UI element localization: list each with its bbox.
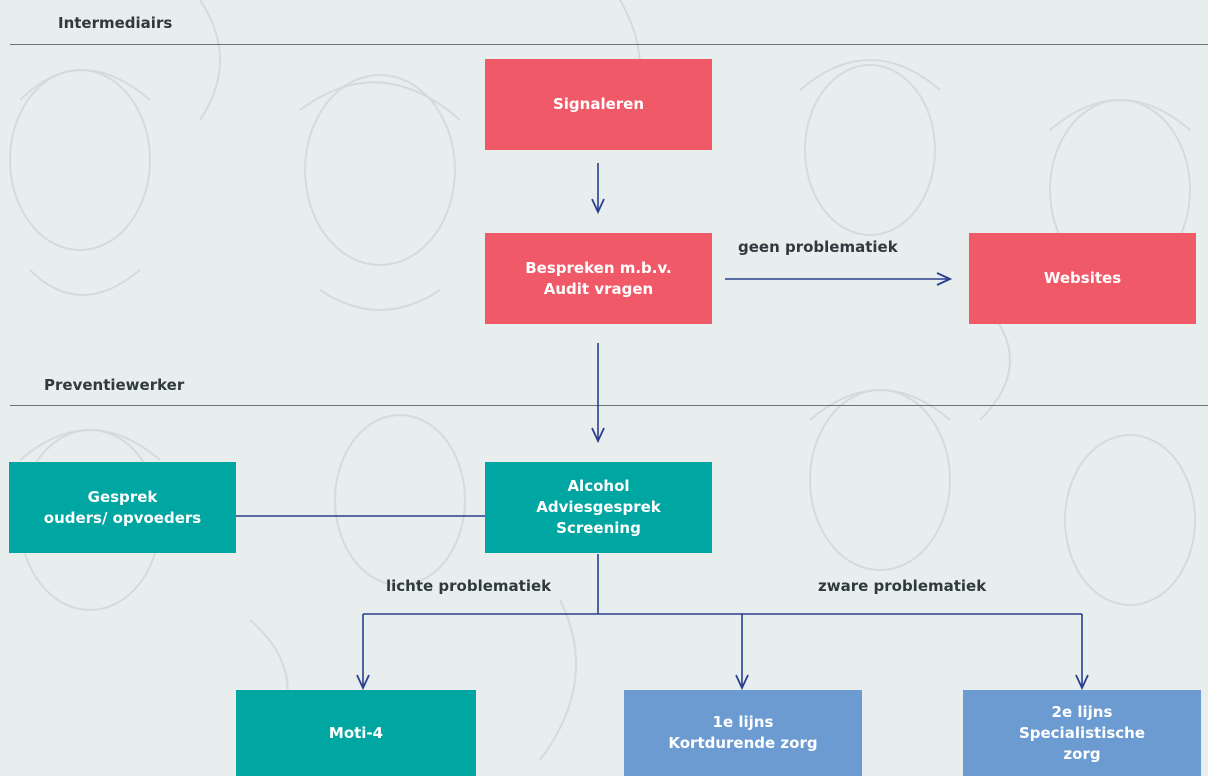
node-eerste-lijns-label: 1e lijns Kortdurende zorg (668, 713, 818, 752)
lane-label-preventiewerker: Preventiewerker (44, 376, 185, 394)
node-bespreken-label: Bespreken m.b.v. Audit vragen (525, 258, 672, 298)
edge-label-zware-problematiek: zware problematiek (818, 577, 987, 595)
node-websites-label: Websites (1043, 269, 1122, 287)
edge-label-lichte-problematiek: lichte problematiek (386, 577, 552, 595)
node-signaleren-label: Signaleren (552, 95, 645, 113)
node-moti4-label: Moti-4 (328, 723, 384, 742)
node-signaleren: Signaleren (485, 59, 712, 150)
node-websites: Websites (969, 233, 1196, 324)
lane-divider-top (10, 44, 1208, 45)
lane-label-intermediairs: Intermediairs (58, 14, 173, 32)
node-tweede-lijns-label: 2e lijns Specialistische zorg (1018, 702, 1146, 763)
node-alcohol-adviesgesprek-label: Alcohol Adviesgesprek Screening (536, 477, 661, 537)
node-alcohol-adviesgesprek: Alcohol Adviesgesprek Screening (485, 462, 712, 553)
edge-label-geen-problematiek: geen problematiek (738, 238, 898, 256)
lane-divider-middle (10, 405, 1208, 406)
node-tweede-lijns: 2e lijns Specialistische zorg (963, 690, 1201, 776)
node-eerste-lijns: 1e lijns Kortdurende zorg (624, 690, 862, 776)
node-moti4: Moti-4 (236, 690, 476, 776)
node-gesprek-ouders: Gesprek ouders/ opvoeders (9, 462, 236, 553)
node-bespreken: Bespreken m.b.v. Audit vragen (485, 233, 712, 324)
node-gesprek-ouders-label: Gesprek ouders/ opvoeders (43, 487, 202, 527)
